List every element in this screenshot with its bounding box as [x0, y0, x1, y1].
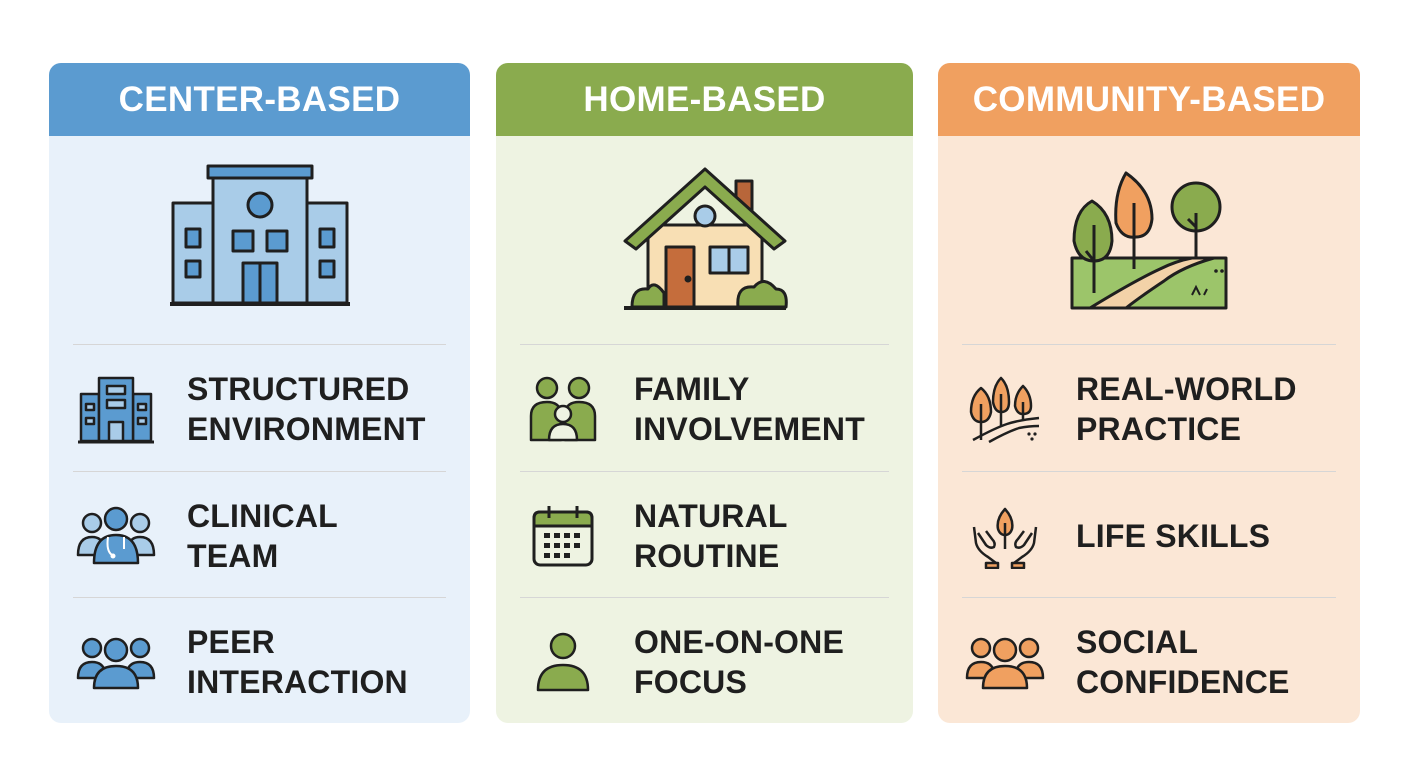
calendar-icon [520, 496, 606, 576]
family-icon [520, 369, 606, 449]
list-item: NATURAL ROUTINE [520, 472, 903, 599]
divider [520, 344, 889, 345]
list-item: REAL-WORLD PRACTICE [962, 345, 1350, 472]
item-label: NATURAL ROUTINE [634, 497, 788, 574]
office-building-icon [73, 369, 159, 449]
divider [520, 471, 889, 472]
park-trees-icon [938, 163, 1360, 323]
list-item: SOCIAL CONFIDENCE [962, 598, 1350, 723]
item-label: LIFE SKILLS [1076, 517, 1271, 554]
divider [73, 597, 446, 598]
group-people-icon [962, 622, 1048, 702]
divider [73, 344, 446, 345]
building-icon [49, 163, 470, 323]
list-item: LIFE SKILLS [962, 472, 1350, 599]
single-person-icon [520, 622, 606, 702]
item-label: ONE-ON-ONE FOCUS [634, 623, 844, 700]
divider [73, 471, 446, 472]
item-label: FAMILY INVOLVEMENT [634, 370, 865, 447]
group-people-icon [73, 622, 159, 702]
home-based-title: HOME-BASED [583, 79, 826, 119]
list-item: PEER INTERACTION [73, 598, 460, 723]
community-based-header: COMMUNITY-BASED [938, 63, 1360, 136]
community-based-title: COMMUNITY-BASED [972, 79, 1326, 119]
clinical-team-icon [73, 496, 159, 576]
item-label: REAL-WORLD PRACTICE [1076, 370, 1297, 447]
center-based-header: CENTER-BASED [49, 63, 470, 136]
home-based-card: HOME-BASED [496, 63, 913, 723]
divider [962, 471, 1336, 472]
trees-path-icon [962, 369, 1048, 449]
divider [962, 597, 1336, 598]
divider [962, 344, 1336, 345]
list-item: FAMILY INVOLVEMENT [520, 345, 903, 472]
item-label: CLINICAL TEAM [187, 497, 338, 574]
divider [520, 597, 889, 598]
center-based-title: CENTER-BASED [118, 79, 401, 119]
item-label: PEER INTERACTION [187, 623, 408, 700]
home-based-header: HOME-BASED [496, 63, 913, 136]
list-item: ONE-ON-ONE FOCUS [520, 598, 903, 723]
hands-sprout-icon [962, 496, 1048, 576]
community-based-card: COMMUNITY-BASED [938, 63, 1360, 723]
item-label: SOCIAL CONFIDENCE [1076, 623, 1290, 700]
center-based-card: CENTER-BASED [49, 63, 470, 723]
list-item: CLINICAL TEAM [73, 472, 460, 599]
list-item: STRUCTURED ENVIRONMENT [73, 345, 460, 472]
item-label: STRUCTURED ENVIRONMENT [187, 370, 426, 447]
house-icon [496, 163, 913, 323]
